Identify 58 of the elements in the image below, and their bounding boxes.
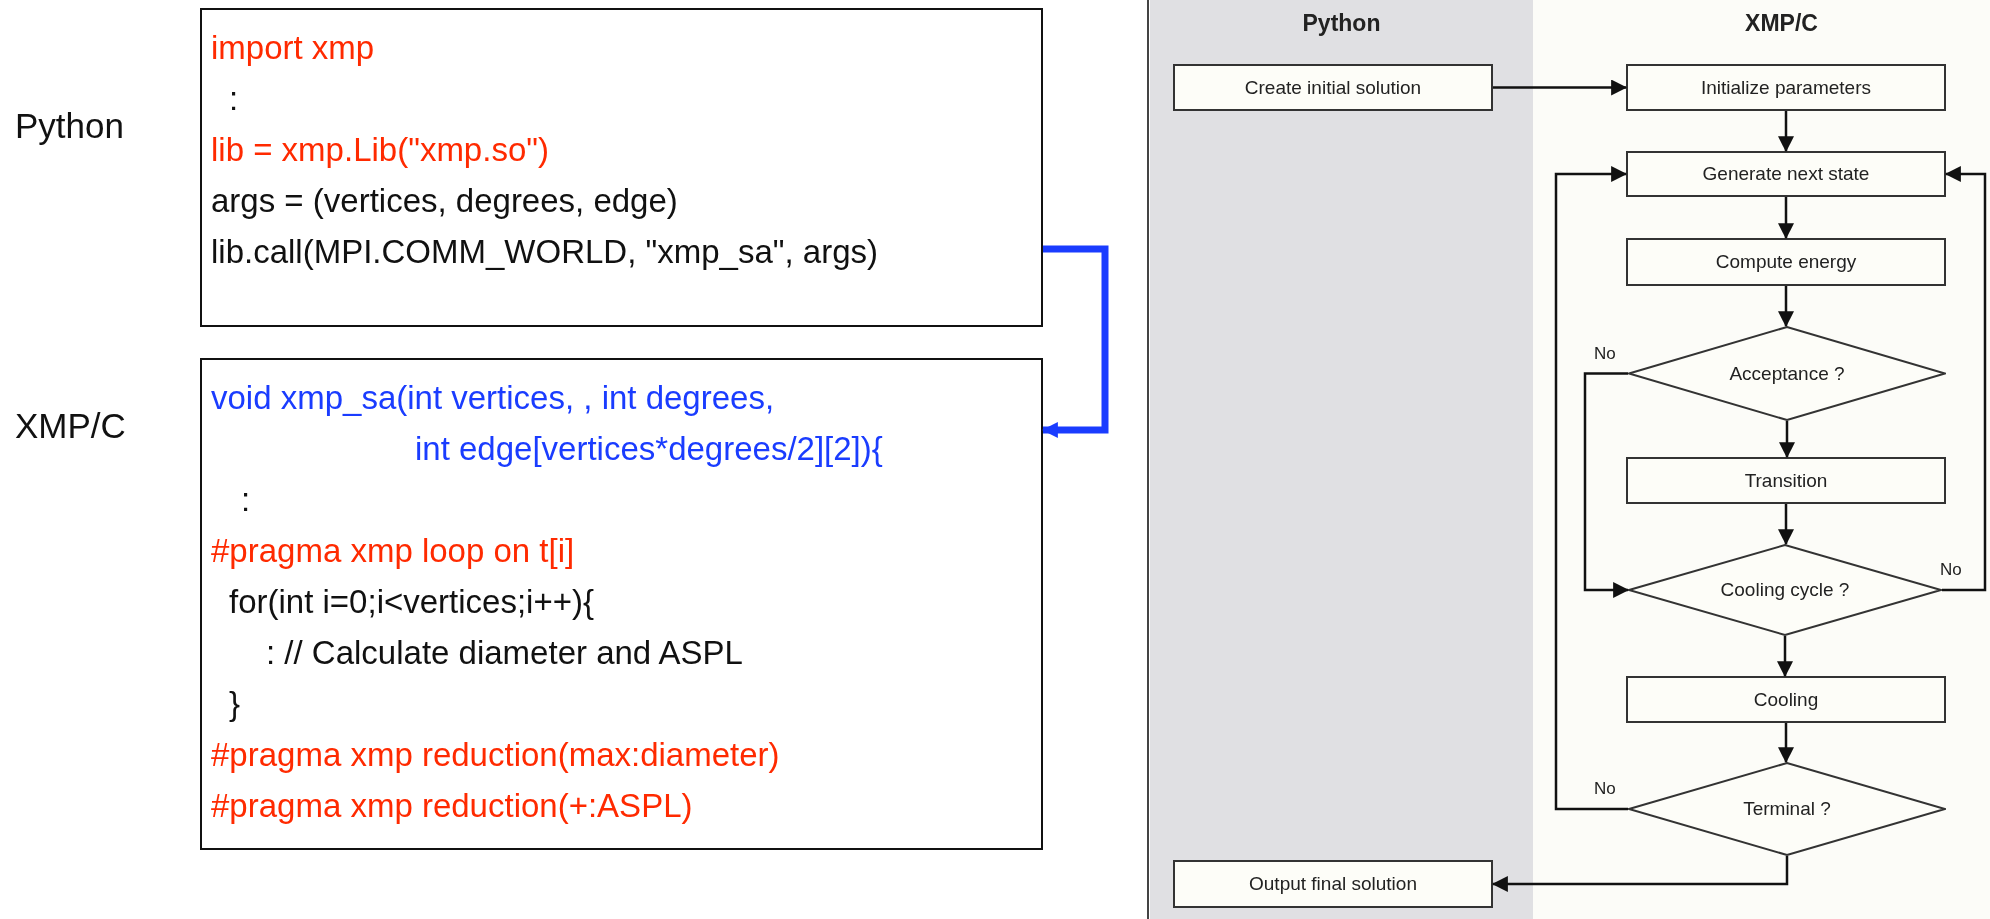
box-label: Create initial solution <box>1244 76 1422 99</box>
arrow <box>1554 166 1628 811</box>
code-line: import xmp <box>211 28 376 68</box>
code-line: lib = xmp.Lib("xmp.so") <box>211 130 550 170</box>
arrow <box>1583 372 1630 598</box>
box-label: Transition <box>1744 469 1828 492</box>
lane-title: Python <box>1301 10 1382 37</box>
process-box <box>1626 457 1946 504</box>
arrow <box>1778 111 1794 153</box>
code-line: : <box>240 480 252 520</box>
box-label: Initialize parameters <box>1701 76 1871 99</box>
language-label: Python <box>15 106 124 146</box>
arrow <box>1778 723 1794 764</box>
box-label: Output final solution <box>1249 873 1417 895</box>
arrow <box>1041 245 1109 438</box>
code-box <box>200 358 1043 850</box>
arrow <box>1779 421 1795 459</box>
code-line: #pragma xmp reduction(max:diameter) <box>211 735 781 775</box>
edge-label: No <box>1594 343 1616 364</box>
code-line: void xmp_sa(int vertices, , int degrees, <box>211 378 776 418</box>
box-label: Cooling cycle ? <box>1720 579 1850 601</box>
code-line: : // Calculate diameter and ASPL <box>265 633 744 673</box>
edge-label: No <box>1940 560 1962 580</box>
code-line: #pragma xmp loop on t[i] <box>211 531 576 571</box>
arrow <box>1942 166 1987 592</box>
process-box <box>1626 238 1946 286</box>
code-line: : <box>228 79 240 119</box>
code-line: } <box>228 684 242 724</box>
arrow <box>1777 636 1793 678</box>
decision-diamond <box>1628 762 1946 856</box>
decision-diamond <box>1628 544 1942 636</box>
arrow <box>1778 286 1794 328</box>
code-line: for(int i=0;i<vertices;i++){ <box>228 582 595 622</box>
arrow <box>1493 79 1628 96</box>
process-box <box>1173 860 1493 908</box>
process-box <box>1626 151 1946 197</box>
code-line: args = (vertices, degrees, edge) <box>211 181 679 221</box>
process-box <box>1173 64 1493 111</box>
swimlane <box>1533 0 1990 919</box>
box-label: Terminal ? <box>1743 798 1831 820</box>
swimlane <box>1150 0 1533 919</box>
box-label: Compute energy <box>1715 251 1857 273</box>
code-box <box>200 8 1043 327</box>
box-label: Acceptance ? <box>1729 362 1845 385</box>
decision-diamond <box>1628 326 1946 421</box>
edge-label: No <box>1594 779 1616 799</box>
box-label: Cooling <box>1753 688 1819 711</box>
process-box <box>1626 676 1946 723</box>
process-box <box>1626 64 1946 111</box>
code-line: int edge[vertices*degrees/2][2]){ <box>414 429 884 469</box>
arrow <box>1778 504 1794 546</box>
arrow <box>1491 856 1789 892</box>
language-label: XMP/C <box>15 406 126 446</box>
box-label: Generate next state <box>1702 163 1870 185</box>
code-line: #pragma xmp reduction(+:ASPL) <box>211 786 694 826</box>
arrow <box>1778 197 1794 240</box>
lane-title: XMP/C <box>1744 10 1819 37</box>
code-line: lib.call(MPI.COMM_WORLD, "xmp_sa", args) <box>211 232 880 272</box>
